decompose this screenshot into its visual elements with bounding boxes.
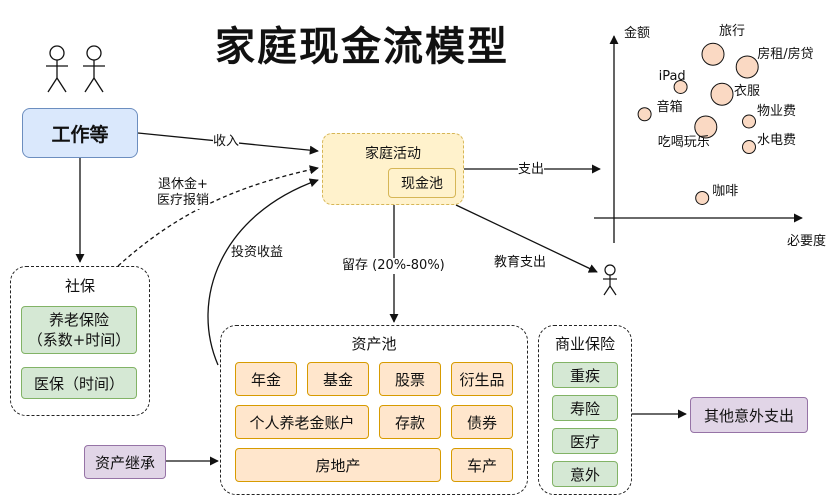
scatter-point-5 xyxy=(742,114,756,129)
asset-fund: 基金 xyxy=(307,362,369,396)
asset-personal-pension: 个人养老金账户 xyxy=(235,405,369,439)
scatter-point-3 xyxy=(710,82,734,106)
person-icon-1 xyxy=(46,45,68,93)
edge-label-income: 收入 xyxy=(213,134,240,150)
scatter-point-label-1: 房租/房贷 xyxy=(757,46,814,62)
scatter-point-label-4: 音箱 xyxy=(656,100,683,116)
scatter-point-label-6: 吃喝玩乐 xyxy=(657,135,710,150)
asset-inheritance-node: 资产继承 xyxy=(84,445,166,479)
commercial-insurance-label: 商业保险 xyxy=(554,335,615,353)
insurance-life: 寿险 xyxy=(552,395,618,421)
scatter-point-8 xyxy=(695,190,710,205)
insurance-critical-illness: 重疾 xyxy=(552,362,618,388)
scatter-point-label-7: 水电费 xyxy=(757,133,797,149)
scatter-point-label-8: 咖啡 xyxy=(712,183,739,199)
edge-label-retire: 退休金+ 医疗报销 xyxy=(157,177,210,209)
social-security-group xyxy=(10,266,150,416)
x-axis-label: 必要度 xyxy=(787,234,827,249)
child-icon xyxy=(603,264,617,296)
edge-retire xyxy=(117,165,319,267)
asset-pool-label: 资产池 xyxy=(351,335,397,353)
scatter-point-0 xyxy=(701,42,725,66)
asset-stock: 股票 xyxy=(379,362,441,396)
asset-annuity: 年金 xyxy=(235,362,297,396)
medical-insurance-node: 医保（时间） xyxy=(21,367,137,399)
family-activity-label: 家庭活动 xyxy=(365,146,421,162)
edge-label-expense: 支出 xyxy=(518,162,545,178)
insurance-medical: 医疗 xyxy=(552,428,618,454)
commercial-insurance-group xyxy=(538,325,632,495)
scatter-point-7 xyxy=(742,140,756,155)
asset-pool-group xyxy=(220,325,528,495)
pension-insurance-node: 养老保险 （系数+时间） xyxy=(21,306,137,354)
asset-deposit: 存款 xyxy=(379,405,441,439)
edge-invest xyxy=(207,178,319,366)
scatter-point-label-5: 物业费 xyxy=(757,103,797,119)
scatter-point-1 xyxy=(735,55,759,79)
scatter-point-label-3: 衣服 xyxy=(734,84,761,100)
asset-derivative: 衍生品 xyxy=(451,362,513,396)
edge-label-retain: 留存 (20%-80%) xyxy=(342,258,445,274)
asset-bond: 债券 xyxy=(451,405,513,439)
person-icon-2 xyxy=(83,45,105,93)
page-title: 家庭现金流模型 xyxy=(215,24,509,70)
scatter-point-label-0: 旅行 xyxy=(719,24,746,40)
scatter-point-2 xyxy=(673,79,688,94)
asset-real-estate: 房地产 xyxy=(235,448,441,482)
other-accident-expense-node: 其他意外支出 xyxy=(690,397,808,433)
scatter-point-label-2: iPad xyxy=(658,68,686,84)
work-node: 工作等 xyxy=(22,108,138,158)
edge-label-edu: 教育支出 xyxy=(494,255,547,271)
asset-car: 车产 xyxy=(451,448,513,482)
social-security-label: 社保 xyxy=(64,277,95,295)
scatter-point-6 xyxy=(694,115,718,139)
scatter-point-4 xyxy=(637,107,652,122)
y-axis-label: 金额 xyxy=(624,26,651,41)
insurance-accident: 意外 xyxy=(552,461,618,487)
cash-pool-node: 现金池 xyxy=(388,168,456,198)
edge-label-invest: 投资收益 xyxy=(231,245,284,261)
edge-edu xyxy=(455,204,598,273)
